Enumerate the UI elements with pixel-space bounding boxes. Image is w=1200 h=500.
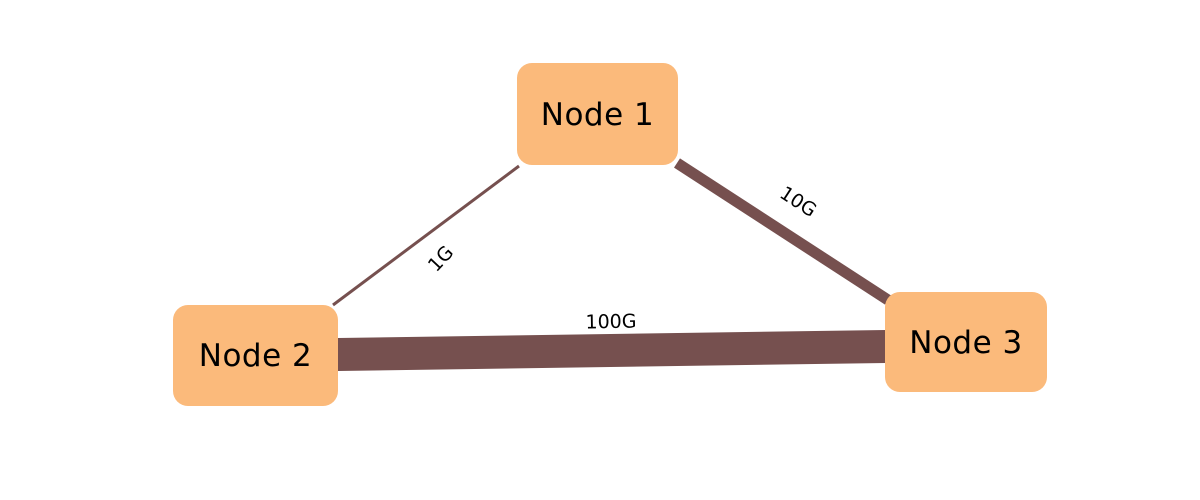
edge-labels-layer: 1G 10G 100G: [424, 182, 820, 333]
node-1-label: Node 1: [541, 97, 654, 133]
edge-node1-node2-line[interactable]: [332, 164, 520, 307]
node-2-box[interactable]: [173, 305, 338, 406]
edge-label-1g: 1G: [424, 242, 458, 277]
node-2-label: Node 2: [199, 338, 312, 374]
node-1-box[interactable]: [517, 63, 678, 165]
node-3-group[interactable]: Node 3: [885, 292, 1047, 392]
node-3-label: Node 3: [909, 325, 1022, 361]
edges-layer: [332, 158, 891, 371]
nodes-layer: Node 1 Node 2 Node 3: [173, 63, 1047, 406]
node-2-group[interactable]: Node 2: [173, 305, 338, 406]
node-3-box[interactable]: [885, 292, 1047, 392]
edge-node1-node3-line[interactable]: [674, 158, 891, 305]
edge-node2-node3-band[interactable]: [338, 330, 886, 371]
node-1-group[interactable]: Node 1: [517, 63, 678, 165]
edge-label-10g: 10G: [776, 182, 821, 222]
edge-label-100g: 100G: [585, 311, 636, 334]
